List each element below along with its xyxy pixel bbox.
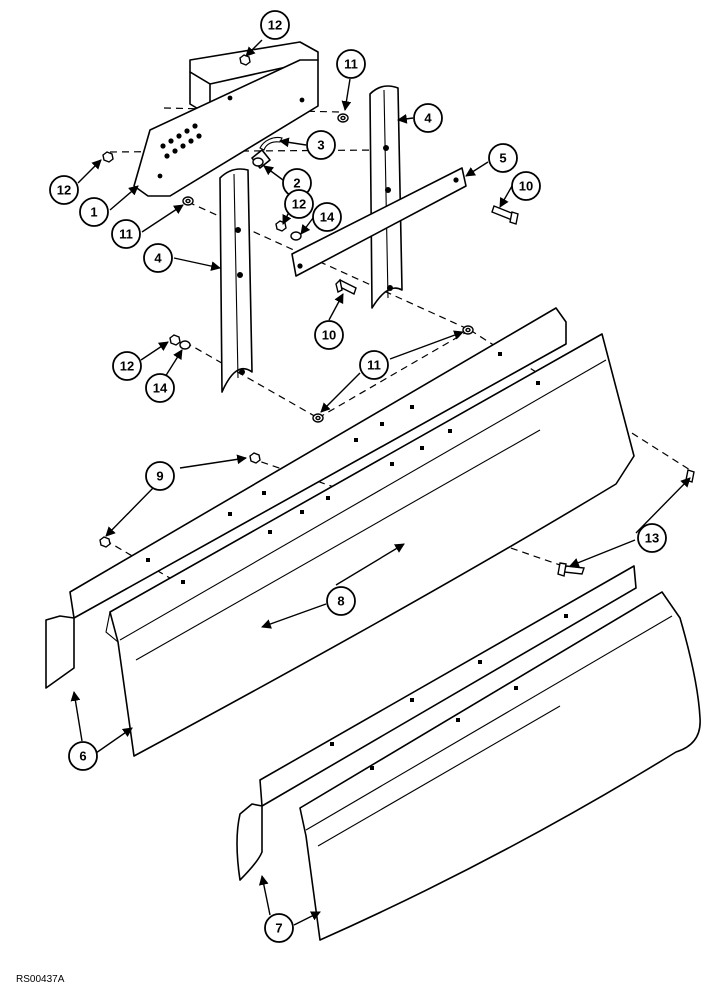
callout-12-top[interactable]: 12 [260, 10, 290, 40]
callout-10-lower[interactable]: 10 [314, 320, 344, 350]
callout-bubbles: 12 11 4 3 12 2 1 5 10 12 14 11 4 10 12 [49, 10, 667, 943]
svg-text:4: 4 [424, 111, 432, 126]
vertical-strap-right [369, 85, 403, 309]
callout-4-left[interactable]: 4 [143, 243, 173, 273]
lower-flap-rear-board [236, 565, 637, 881]
svg-text:11: 11 [367, 358, 381, 373]
callout-11-top[interactable]: 11 [336, 49, 366, 79]
callout-11-left[interactable]: 11 [111, 219, 141, 249]
svg-text:10: 10 [322, 328, 336, 343]
callout-14-lower[interactable]: 14 [145, 373, 175, 403]
callout-11-lower[interactable]: 11 [359, 350, 389, 380]
svg-text:8: 8 [337, 594, 344, 609]
svg-text:9: 9 [156, 469, 163, 484]
callout-1[interactable]: 1 [79, 197, 109, 227]
svg-text:1: 1 [90, 205, 97, 220]
callout-3[interactable]: 3 [306, 130, 336, 160]
svg-text:6: 6 [79, 749, 86, 764]
figure-code: RS00437A [16, 974, 65, 985]
lower-flap-holes [330, 614, 568, 770]
callout-13[interactable]: 13 [637, 523, 667, 553]
upper-flap-rear-board [45, 307, 567, 689]
callout-12-lower[interactable]: 12 [112, 351, 142, 381]
callout-7[interactable]: 7 [264, 913, 294, 943]
vertical-strap-left [219, 168, 253, 393]
callout-10-upper[interactable]: 10 [511, 171, 541, 201]
svg-text:3: 3 [317, 138, 324, 153]
upper-flap-front-board [105, 333, 635, 757]
svg-text:7: 7 [275, 921, 282, 936]
svg-text:13: 13 [645, 531, 659, 546]
callout-4-right[interactable]: 4 [413, 103, 443, 133]
callout-14-center[interactable]: 14 [312, 202, 342, 232]
svg-text:14: 14 [153, 381, 168, 396]
plate-hole-pattern [157, 95, 305, 179]
svg-text:2: 2 [293, 176, 300, 191]
svg-text:12: 12 [292, 197, 306, 212]
pin [251, 149, 271, 169]
callout-8[interactable]: 8 [326, 586, 356, 616]
svg-text:10: 10 [519, 179, 533, 194]
svg-text:4: 4 [154, 251, 162, 266]
callout-5[interactable]: 5 [488, 143, 518, 173]
svg-text:12: 12 [57, 183, 71, 198]
lower-flap-front-board [299, 591, 701, 941]
upper-flap-holes [146, 352, 540, 584]
callout-12-left[interactable]: 12 [49, 175, 79, 205]
leader-lines [70, 39, 691, 926]
callout-6[interactable]: 6 [68, 741, 98, 771]
svg-text:14: 14 [320, 210, 335, 225]
svg-text:12: 12 [268, 18, 282, 33]
hardware [99, 54, 695, 635]
callout-9[interactable]: 9 [145, 461, 175, 491]
svg-text:11: 11 [344, 57, 358, 72]
svg-text:11: 11 [119, 227, 133, 242]
svg-text:12: 12 [120, 359, 134, 374]
svg-text:5: 5 [499, 151, 506, 166]
mounting-plate [133, 41, 319, 197]
callout-12-center[interactable]: 12 [284, 189, 314, 219]
diagonal-bar [291, 167, 467, 277]
